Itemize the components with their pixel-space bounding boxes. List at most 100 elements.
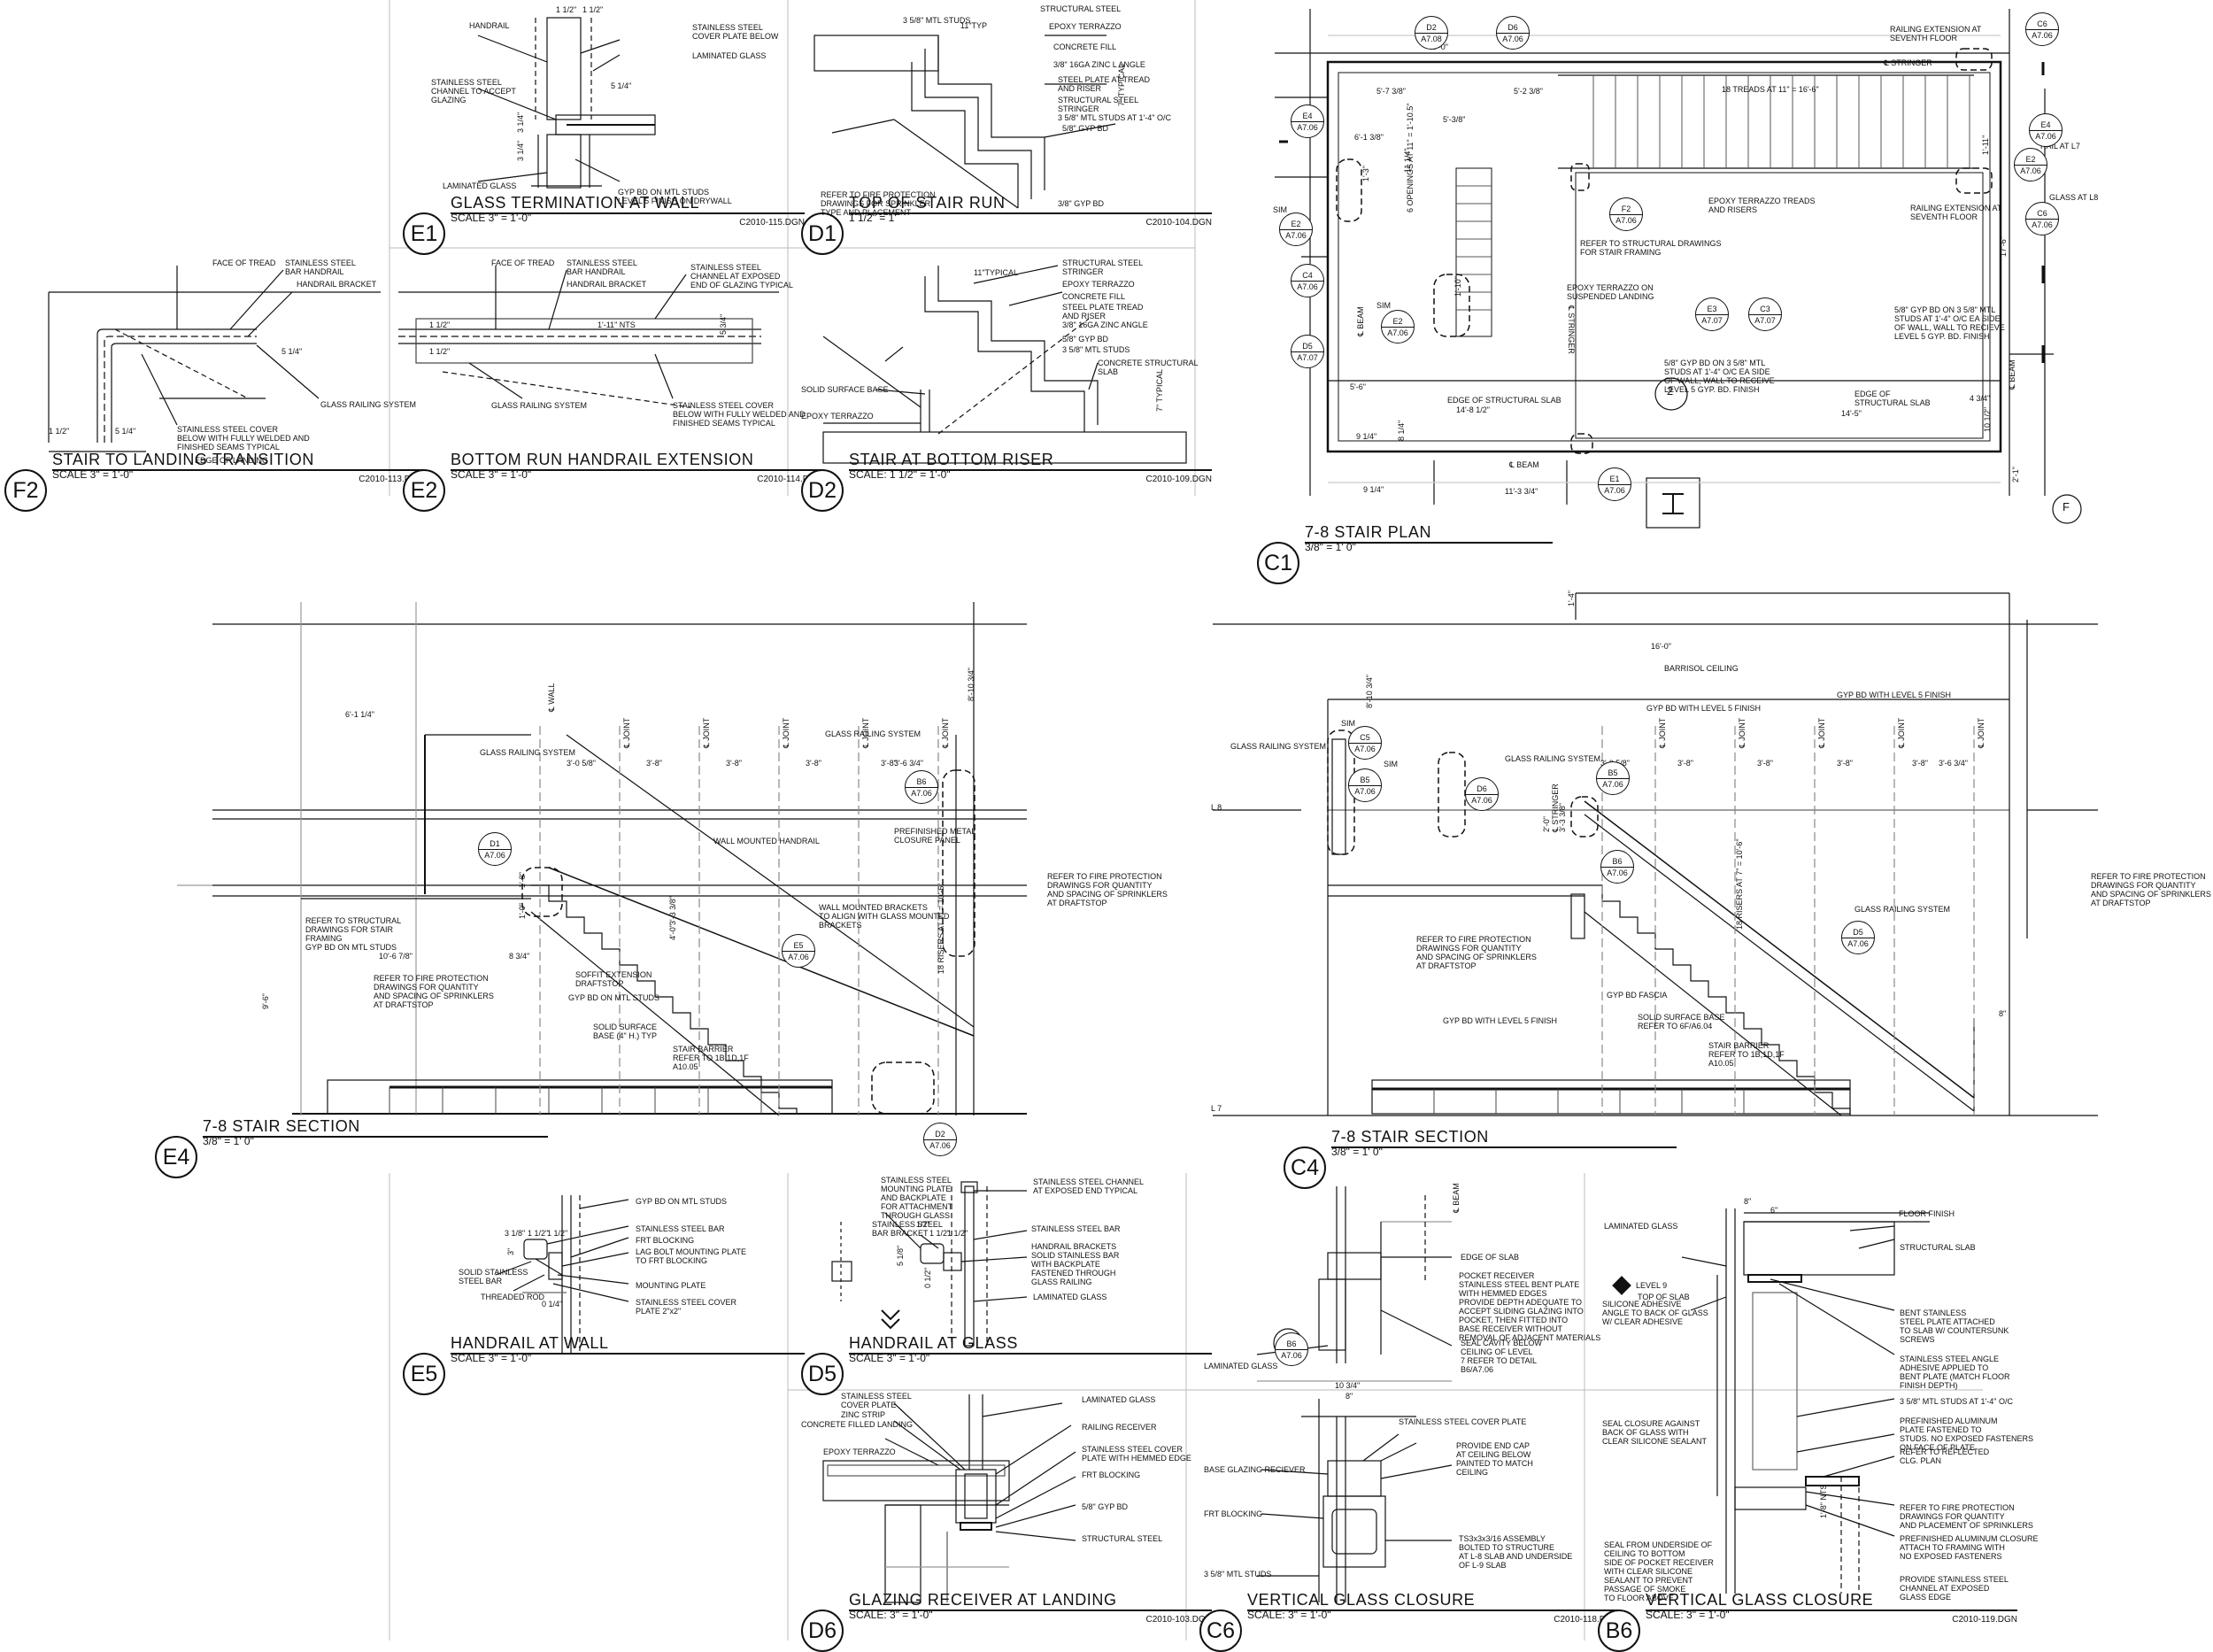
dimension-e4-14: 3'-3 3/8" (668, 896, 677, 925)
dimension-c4-2: 16'-0" (1651, 642, 1671, 651)
detail-file: C2010-118.DGN (1554, 1615, 1619, 1625)
centerline-label-beam: ℄ BEAM (1452, 1183, 1461, 1213)
detail-scale: 3/8" = 1' 0" (203, 1135, 254, 1147)
note-e4-m: STAIR BARRIER REFER TO 1B,1D,1F A10.05 (673, 1045, 749, 1071)
dimension-c4-3: 8'-10 3/4" (1365, 675, 1374, 708)
dimension-c4-13: 18 RISERS AT 7" = 10'-6" (1735, 838, 1744, 930)
note-e4-f: WALL MOUNTED BRACKETS TO ALIGN WITH GLAS… (819, 903, 950, 930)
reference-sheet: A7.06 (1387, 328, 1408, 337)
dimension-e4-5: 3'-8" (806, 759, 821, 768)
centerline-label-beam: ℄ BEAM (2008, 359, 2016, 390)
detail-title-text: HANDRAIL AT WALL (451, 1334, 609, 1352)
annotation-c1-sim2: SIM (1376, 301, 1392, 310)
note-c1-a: RAILING EXTENSION AT SEVENTH FLOOR (1890, 25, 1982, 42)
note-e4-g: REFER TO STRUCTURAL DRAWINGS FOR STAIR F… (305, 916, 402, 943)
detail-title-d5: D5 HANDRAIL AT GLASS SCALE 3" = 1'-0" (801, 1334, 1212, 1395)
note-d6-h: FRT BLOCKING (1082, 1471, 1141, 1479)
detail-tag: E4 (155, 1136, 197, 1178)
note-f2-a: FACE OF TREAD (212, 259, 276, 267)
dimension-c4-12: 8" (1999, 1009, 2007, 1018)
note-e1-lam: LAMINATED GLASS (692, 51, 767, 60)
note-e4-d: PREFINISHED METAL CLOSURE PANEL (894, 827, 976, 845)
dimension-e4-4: 3'-8" (726, 759, 742, 768)
note-e4-e: REFER TO FIRE PROTECTION DRAWINGS FOR QU… (1047, 872, 1168, 907)
reference-sheet: A7.06 (484, 850, 505, 860)
note-e5-b: STAINLESS STEEL BAR (636, 1224, 725, 1233)
reference-sheet: A7.06 (1502, 34, 1523, 43)
note-b6-h: STAINLESS STEEL ANGLE ADHESIVE APPLIED T… (1900, 1355, 2010, 1390)
note-e1-gyp: GYP BD ON MTL STUDS LEVEL 5 FINISH ON DR… (618, 188, 732, 205)
dimension-c1-9: 5'-6" (1350, 382, 1366, 391)
reference-detail: B5 (1597, 768, 1629, 779)
reference-detail: B6 (906, 776, 937, 788)
dimension-d5-2: 1 1/2" (929, 1229, 951, 1238)
detail-title-c1: C1 7-8 STAIR PLAN 3/8" = 1' 0" (1257, 523, 1553, 584)
dimension-e4-11: 8 3/4" (509, 952, 530, 961)
centerline-label-joint: ℄ JOINT (622, 717, 631, 748)
note-e5-c: FRT BLOCKING (636, 1236, 695, 1245)
detail-tag: E1 (403, 212, 445, 255)
dimension-e1-5: 3 1/4" (516, 140, 525, 161)
dimension-b6-1: 8" (1744, 1197, 1752, 1206)
note-e2-f: STAINLESS STEEL COVER BELOW WITH FULLY W… (673, 401, 806, 428)
centerline-label-stringer: ℄ STRINGER (1884, 58, 1932, 67)
detail-d1-drawing (813, 35, 1116, 209)
dimension-c1-12: 11'-3 3/4" (1505, 487, 1538, 496)
note-c6-j: 3 5/8" MTL STUDS (1204, 1570, 1272, 1579)
reference-sheet: A7.06 (1354, 786, 1376, 796)
dimension-c1-7: 1'-3" (1361, 166, 1370, 181)
detail-title-e2: E2 BOTTOM RUN HANDRAIL EXTENSION SCALE 3… (403, 451, 822, 512)
annotation-c1-sim1: SIM (1273, 205, 1288, 214)
note-b6-b: FLOOR FINISH (1899, 1209, 1955, 1218)
note-d1-c: EPOXY TERRAZZO (1049, 22, 1122, 31)
dimension-e4-6: 3'-8" (881, 759, 897, 768)
detail-file: C2010-114.DGN (757, 475, 822, 484)
note-c4-k: SOLID SURFACE BASE REFER TO 6F/A6.04 (1638, 1013, 1725, 1031)
reference-sheet: A7.06 (2032, 220, 2053, 229)
detail-tag: D5 (801, 1353, 844, 1395)
dimension-c1-4: 6'-1 3/8" (1354, 133, 1384, 142)
reference-detail: F2 (1610, 204, 1642, 215)
dimension-f2-2: 1 1/2" (49, 427, 70, 436)
annotation-c4-sim2: SIM (1384, 760, 1399, 768)
note-d1-f: STEEL PLATE AT TREAD AND RISER (1058, 75, 1151, 93)
note-d2-i: SOLID SURFACE BASE (801, 385, 889, 394)
dimension-c1-11: 9 1/4" (1363, 485, 1384, 494)
detail-scale: SCALE 3" = 1'-0" (451, 468, 532, 481)
note-e2-a: FACE OF TREAD (491, 259, 555, 267)
note-c1-c: EPOXY TERRAZZO TREADS AND RISERS (1708, 197, 1816, 214)
dimension-d2-2: 7" TYPICAL (1155, 368, 1164, 412)
dimension-d5-5: 5 1/8" (896, 1245, 905, 1266)
dimension-f2-1: 5 1/4" (281, 347, 303, 356)
note-c6-h: FRT BLOCKING (1204, 1509, 1263, 1518)
detail-title-d6: D6 GLAZING RECEIVER AT LANDING SCALE: 3"… (801, 1591, 1212, 1652)
dimension-c1-16: 10 1/2" (1983, 406, 1992, 432)
dimension-e1-3: 5 1/4" (611, 81, 632, 90)
